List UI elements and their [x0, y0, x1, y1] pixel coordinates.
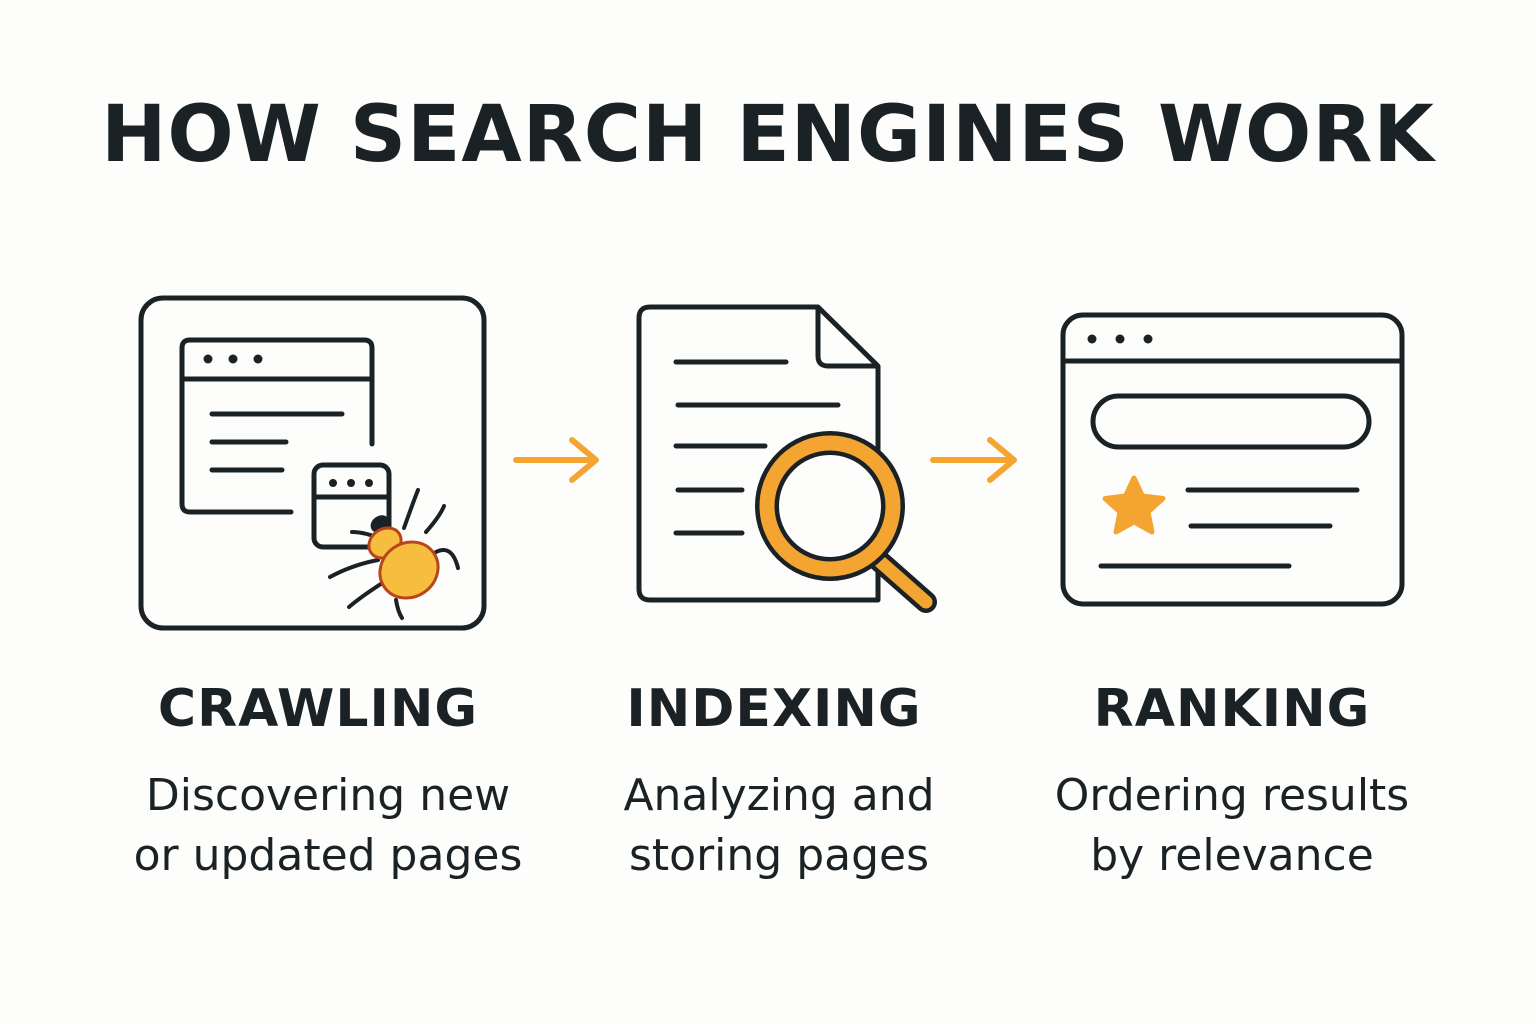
search-bar-icon	[1090, 393, 1372, 450]
step-description-line: or updated pages	[133, 830, 523, 881]
page-title: HOW SEARCH ENGINES WORK	[101, 90, 1435, 180]
step-description-line: Analyzing and	[623, 770, 935, 821]
step-description-line: by relevance	[1090, 830, 1374, 881]
star-icon	[1102, 475, 1166, 535]
browser-with-bug-icon	[138, 295, 487, 631]
step-description-line: Discovering new	[145, 770, 511, 821]
document-magnifier-icon	[636, 304, 937, 613]
step-description-indexing: Analyzing and storing pages	[549, 766, 1009, 886]
arrow-right-icon	[513, 437, 599, 483]
crawling-frame	[138, 295, 487, 631]
small-browser-icon	[311, 462, 392, 550]
step-title-crawling: CRAWLING	[157, 679, 479, 739]
step-description-line: storing pages	[628, 830, 930, 881]
step-title-ranking: RANKING	[1093, 679, 1371, 739]
bug-icon	[328, 488, 460, 620]
step-description-crawling: Discovering new or updated pages	[98, 766, 558, 886]
magnifier-icon	[755, 431, 937, 613]
step-description-line: Ordering results	[1054, 770, 1410, 821]
document-icon	[636, 304, 881, 603]
arrow-right-icon	[930, 437, 1017, 483]
step-title-indexing: INDEXING	[626, 679, 922, 739]
step-description-ranking: Ordering results by relevance	[1002, 766, 1462, 886]
browser-window-icon	[179, 337, 375, 515]
browser-search-results-icon	[1060, 312, 1405, 607]
